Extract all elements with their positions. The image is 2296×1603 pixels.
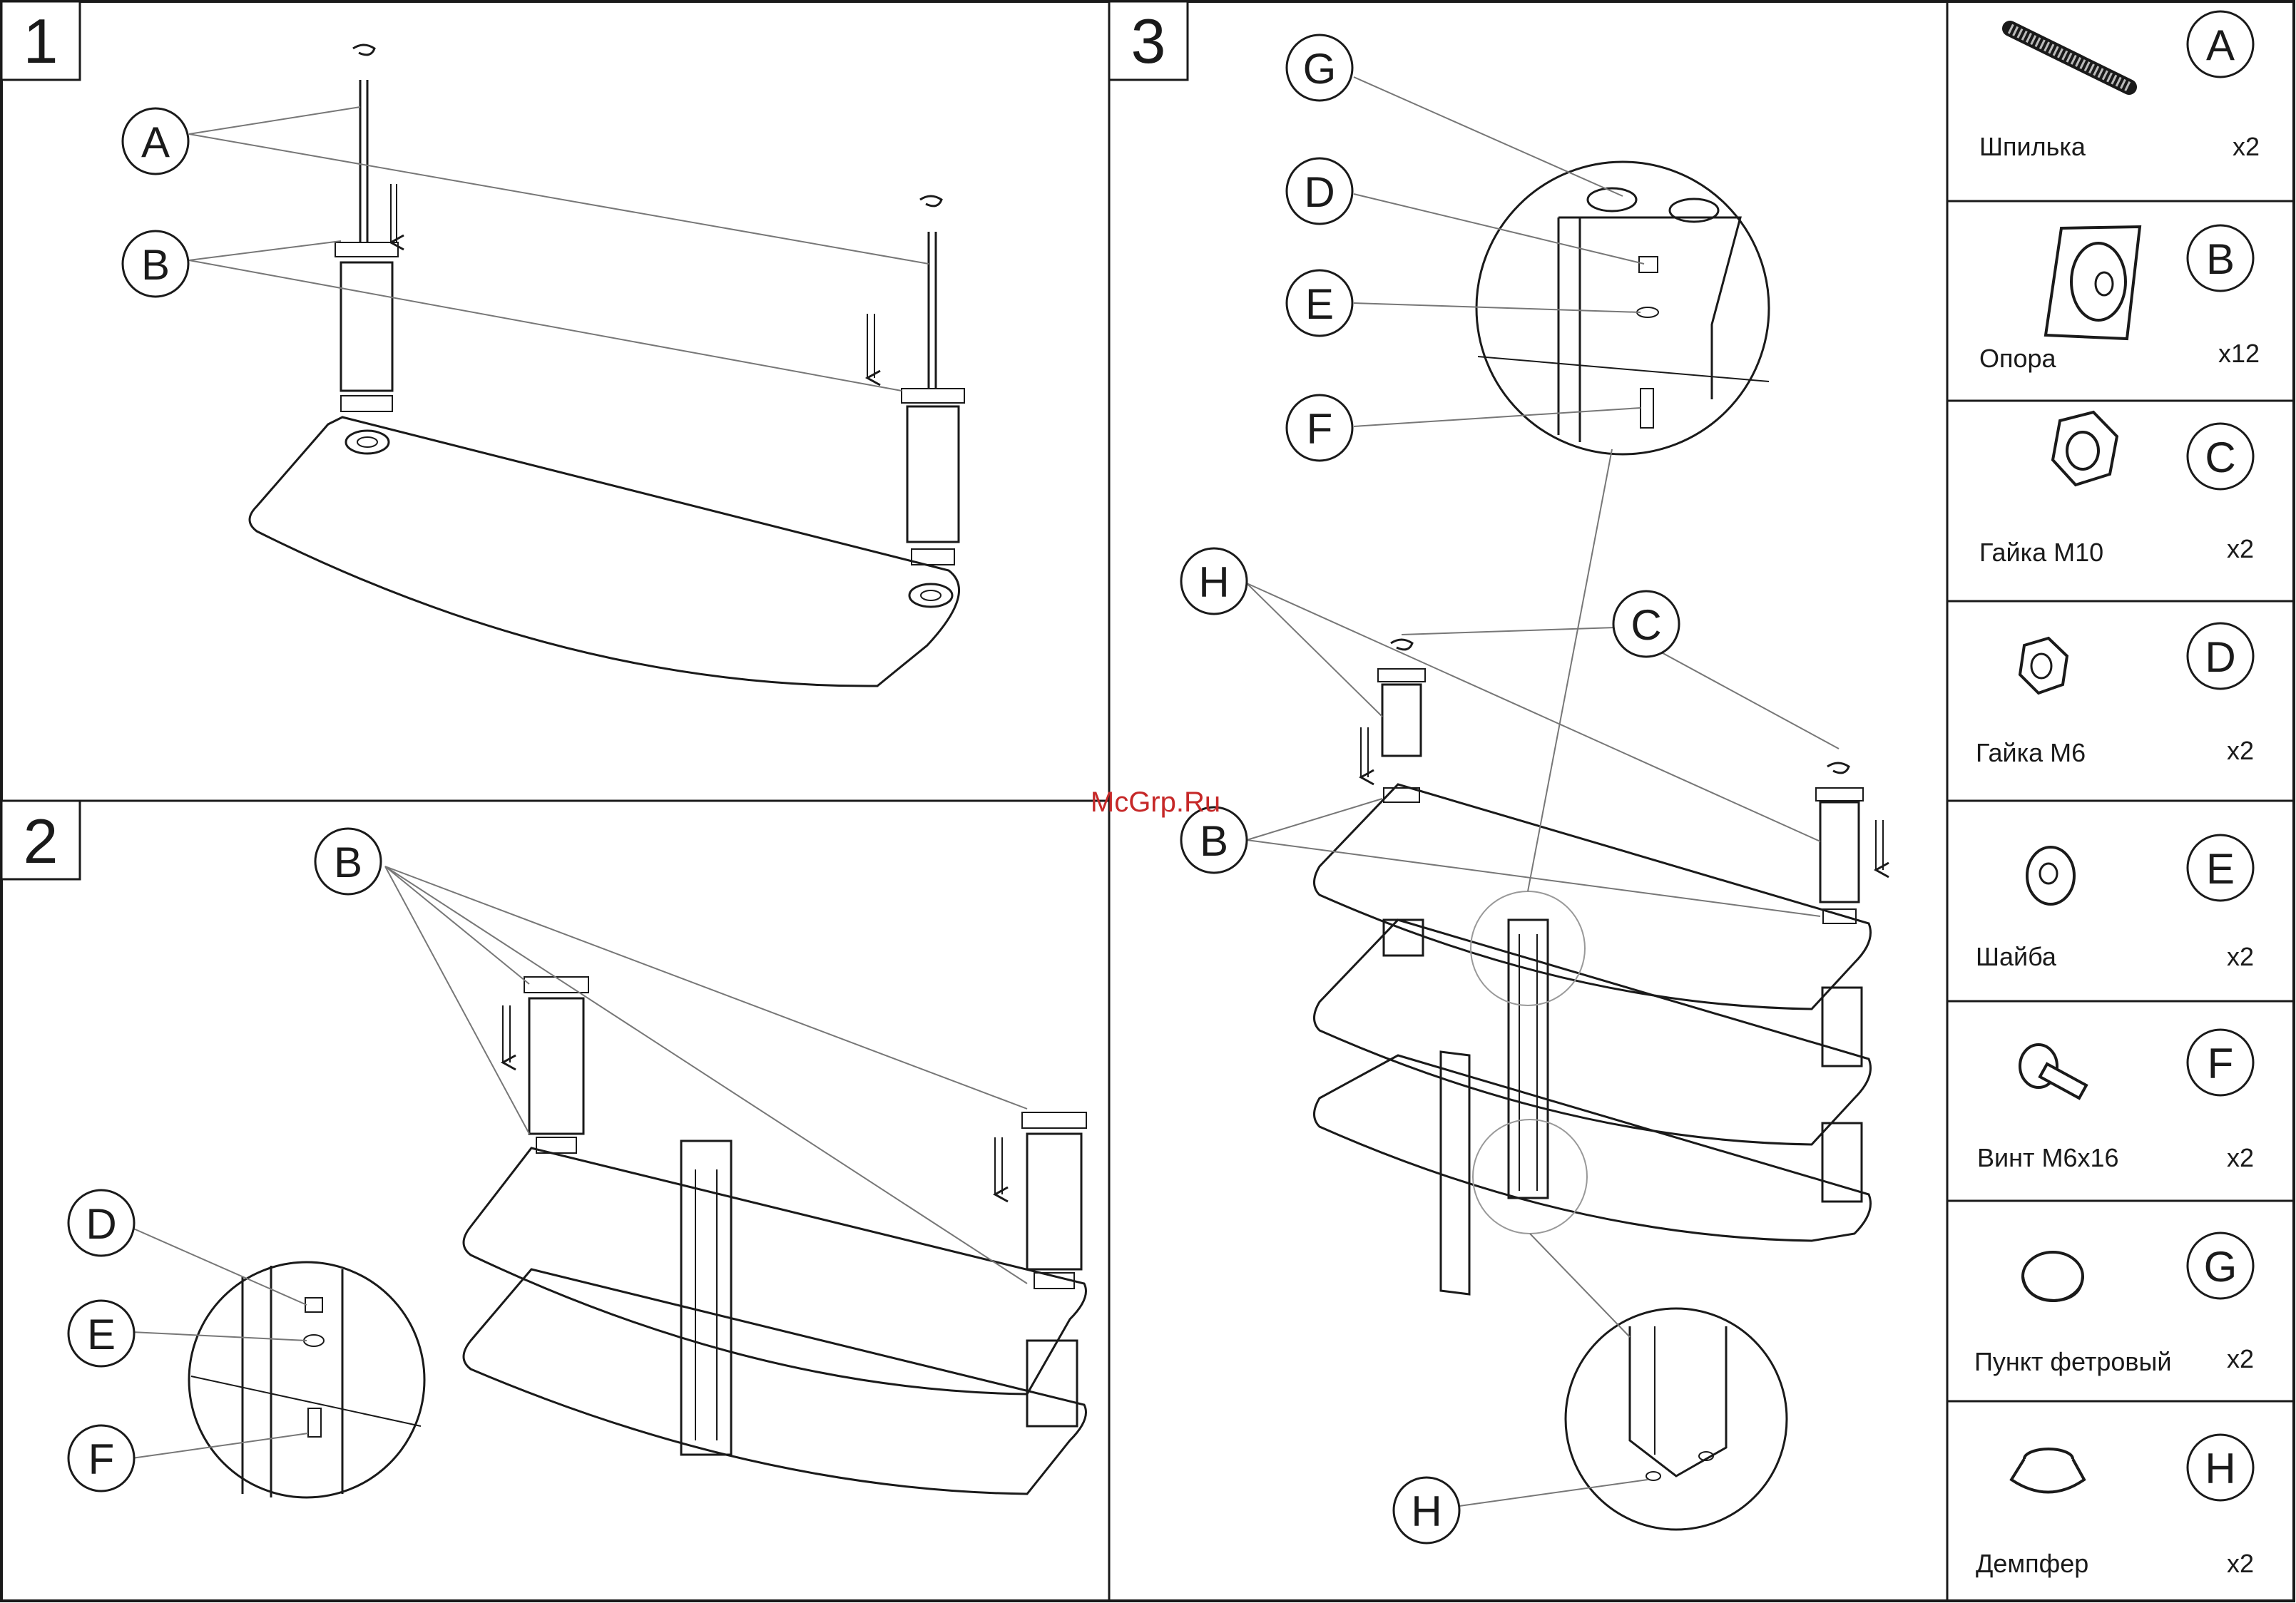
svg-text:x2: x2 [2227, 1143, 2254, 1172]
svg-text:A: A [2206, 21, 2235, 69]
svg-text:C: C [2205, 434, 2235, 481]
parts-row-a: A Шпилька x2 [1979, 11, 2260, 161]
svg-text:B: B [141, 241, 170, 289]
svg-text:A: A [141, 118, 170, 166]
step-2-diagram [132, 866, 1086, 1497]
svg-text:Пункт фетровый: Пункт фетровый [1974, 1347, 2172, 1376]
callout-f-step3: F [1287, 395, 1352, 461]
svg-text:Опора: Опора [1979, 344, 2057, 373]
callout-e-step3: E [1287, 270, 1352, 336]
svg-text:Шпилька: Шпилька [1979, 132, 2086, 161]
svg-text:Гайка М10: Гайка М10 [1979, 538, 2103, 567]
parts-row-b: B Опора x12 [1979, 225, 2260, 373]
callout-b-step2: B [315, 829, 381, 894]
svg-text:H: H [2205, 1445, 2235, 1492]
svg-text:1: 1 [24, 6, 58, 76]
damper-icon [2011, 1449, 2084, 1492]
svg-text:F: F [2208, 1040, 2234, 1087]
svg-text:D: D [2205, 633, 2235, 681]
callout-c-step3: C [1613, 591, 1679, 657]
svg-text:E: E [2206, 845, 2235, 893]
svg-text:F: F [88, 1435, 115, 1483]
svg-text:B: B [2206, 235, 2235, 283]
hex-nut-m10-icon [2053, 412, 2117, 485]
svg-text:C: C [1631, 601, 1661, 649]
svg-text:B: B [1200, 817, 1228, 865]
step-2-label: 2 [1, 801, 80, 879]
svg-text:2: 2 [24, 806, 58, 876]
svg-text:x2: x2 [2227, 1344, 2254, 1373]
parts-row-f: F Винт М6х16 x2 [1977, 1030, 2254, 1172]
callout-f-step2: F [68, 1425, 134, 1491]
step-1-label: 1 [1, 1, 80, 80]
svg-text:Гайка М6: Гайка М6 [1976, 738, 2086, 767]
callout-g-step3: G [1287, 35, 1352, 101]
svg-text:Шайба: Шайба [1976, 942, 2057, 971]
parts-row-e: E Шайба x2 [1976, 835, 2254, 971]
parts-row-d: D Гайка М6 x2 [1976, 623, 2254, 767]
parts-row-h: H Демпфер x2 [1976, 1435, 2254, 1578]
svg-text:B: B [334, 839, 362, 886]
svg-text:F: F [1307, 405, 1333, 453]
svg-text:x2: x2 [2227, 534, 2254, 563]
callout-b-step1: B [123, 231, 188, 297]
svg-text:E: E [1305, 280, 1334, 328]
callout-d-step3: D [1287, 158, 1352, 224]
svg-text:x12: x12 [2218, 339, 2260, 368]
step-3-label: 3 [1109, 1, 1188, 80]
callout-h-step3-top: H [1181, 548, 1247, 614]
parts-row-g: G Пункт фетровый x2 [1974, 1233, 2254, 1376]
svg-text:H: H [1411, 1487, 1442, 1535]
screw-icon [2020, 1045, 2086, 1098]
step-1-diagram [189, 45, 964, 686]
threaded-rod-icon [2010, 29, 2129, 87]
svg-text:G: G [1303, 45, 1337, 93]
callout-d-step2: D [68, 1190, 134, 1256]
watermark: McGrp.Ru [1091, 787, 1220, 818]
svg-text:Винт М6х16: Винт М6х16 [1977, 1143, 2119, 1172]
callout-e-step2: E [68, 1301, 134, 1366]
svg-text:G: G [2204, 1243, 2238, 1291]
hex-nut-m6-icon [2020, 638, 2067, 693]
svg-text:x2: x2 [2227, 942, 2254, 971]
svg-text:E: E [87, 1311, 116, 1358]
callout-h-step3-bottom: H [1394, 1477, 1459, 1543]
parts-row-c: C Гайка М10 x2 [1979, 412, 2254, 567]
svg-text:Демпфер: Демпфер [1976, 1549, 2088, 1578]
support-plate-icon [2046, 227, 2140, 339]
svg-text:D: D [1304, 168, 1335, 216]
washer-icon [2027, 847, 2074, 904]
felt-pad-icon [2023, 1252, 2083, 1301]
svg-text:3: 3 [1131, 6, 1166, 76]
svg-text:x2: x2 [2227, 1549, 2254, 1578]
svg-text:H: H [1198, 558, 1229, 606]
parts-table-dividers [1947, 201, 2294, 1401]
svg-text:x2: x2 [2227, 736, 2254, 765]
callout-a-step1: A [123, 108, 188, 174]
svg-text:x2: x2 [2233, 132, 2260, 161]
svg-text:D: D [86, 1200, 116, 1248]
